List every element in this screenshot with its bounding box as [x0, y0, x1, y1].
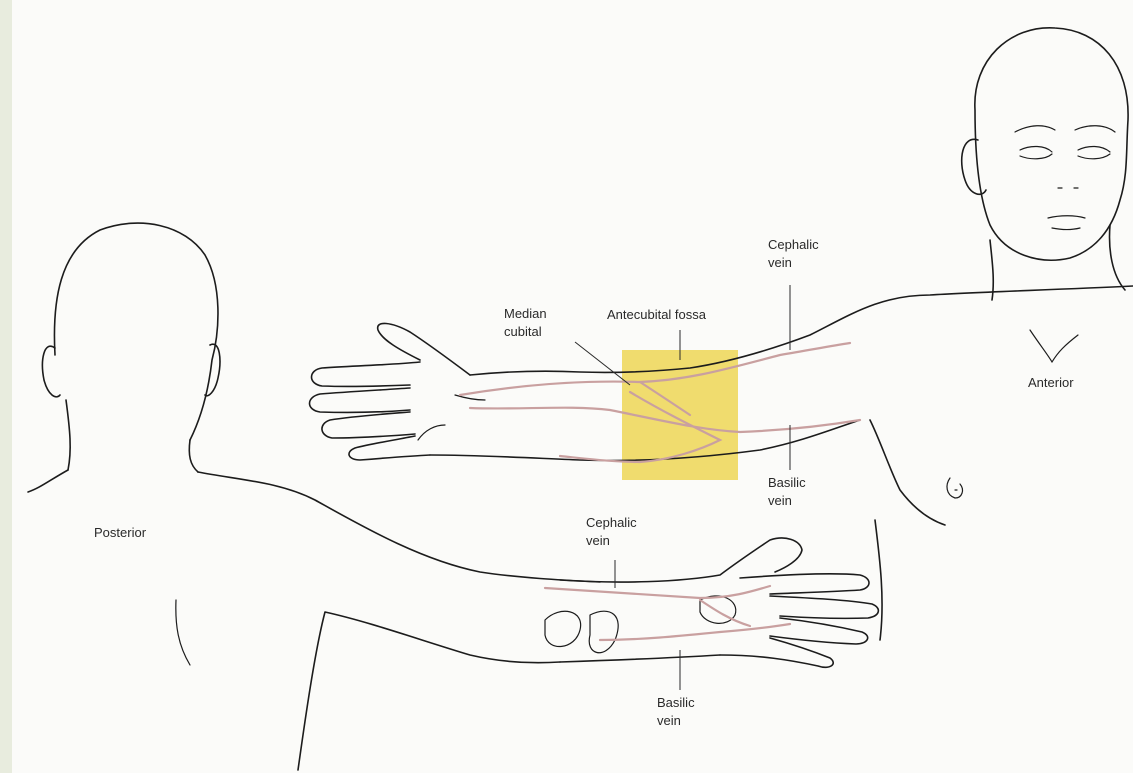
anterior-lower-side: [875, 520, 882, 640]
label-basilic-vein-lower: Basilic vein: [657, 694, 695, 730]
lower-little-finger: [720, 638, 833, 667]
anterior-left-eye: [1020, 146, 1052, 152]
label-basilic-vein-upper: Basilic vein: [768, 474, 806, 510]
posterior-left-ear: [42, 346, 60, 397]
label-line: vein: [768, 254, 819, 272]
lower-forearm-bottom: [560, 655, 720, 662]
label-line: Cephalic: [586, 514, 637, 532]
posterior-spine-line: [176, 600, 190, 665]
upper-arm-top-edge: [470, 286, 1133, 375]
label-line: vein: [657, 712, 695, 730]
anterior-right-eyelid: [1078, 154, 1110, 159]
anterior-torso-side: [870, 420, 945, 525]
upper-ring-finger: [322, 412, 415, 438]
anterior-neck-left: [990, 240, 993, 300]
label-cephalic-vein-upper: Cephalic vein: [768, 236, 819, 272]
label-line: Cephalic: [768, 236, 819, 254]
anterior-nipple: [947, 478, 962, 498]
label-antecubital-fossa: Antecubital fossa: [607, 306, 706, 324]
anterior-right-brow: [1075, 126, 1115, 132]
label-posterior: Posterior: [94, 524, 146, 542]
posterior-neck-left: [66, 400, 70, 470]
upper-middle-finger: [310, 388, 411, 412]
anterior-figure: [870, 28, 1128, 640]
posterior-left-shoulder: [28, 470, 68, 492]
cephalic-vein-lower: [545, 586, 770, 598]
lower-forearm-muscle-1: [545, 611, 581, 646]
anterior-collar-right: [1052, 335, 1078, 362]
label-line: Basilic: [657, 694, 695, 712]
posterior-arm-bottom: [298, 612, 560, 770]
anterior-collar-left: [1030, 330, 1052, 362]
upper-palm-crease-1: [418, 425, 445, 440]
upper-index-finger: [312, 362, 421, 386]
lower-forearm-muscle-2: [589, 611, 618, 653]
anterior-right-eye: [1078, 146, 1110, 152]
label-line: vein: [586, 532, 637, 550]
anterior-mouth: [1048, 216, 1085, 218]
posterior-head: [54, 223, 218, 440]
posterior-forearm-hand: [545, 538, 878, 667]
anterior-lower-lip: [1052, 228, 1080, 230]
label-anterior: Anterior: [1028, 374, 1074, 392]
lower-ring-finger: [770, 618, 868, 644]
anterior-left-ear: [962, 139, 986, 194]
label-line: vein: [768, 492, 806, 510]
leader-median-cubital: [575, 342, 630, 385]
posterior-neck-right: [189, 440, 198, 472]
upper-thumb: [378, 323, 470, 375]
lower-vein-connector: [700, 600, 750, 626]
lower-index-finger: [740, 574, 869, 594]
label-line: Basilic: [768, 474, 806, 492]
anterior-head: [975, 28, 1128, 260]
anterior-left-eyelid: [1020, 154, 1052, 159]
label-line: cubital: [504, 323, 547, 341]
basilic-vein-lower: [600, 624, 790, 640]
anterior-left-brow: [1015, 126, 1055, 132]
left-border-strip: [0, 0, 12, 773]
anterior-neck-right: [1110, 225, 1125, 290]
label-line: Median: [504, 305, 547, 323]
label-median-cubital: Median cubital: [504, 305, 547, 341]
posterior-arm-top: [198, 472, 600, 582]
lower-middle-finger: [770, 596, 878, 618]
label-cephalic-vein-lower: Cephalic vein: [586, 514, 637, 550]
